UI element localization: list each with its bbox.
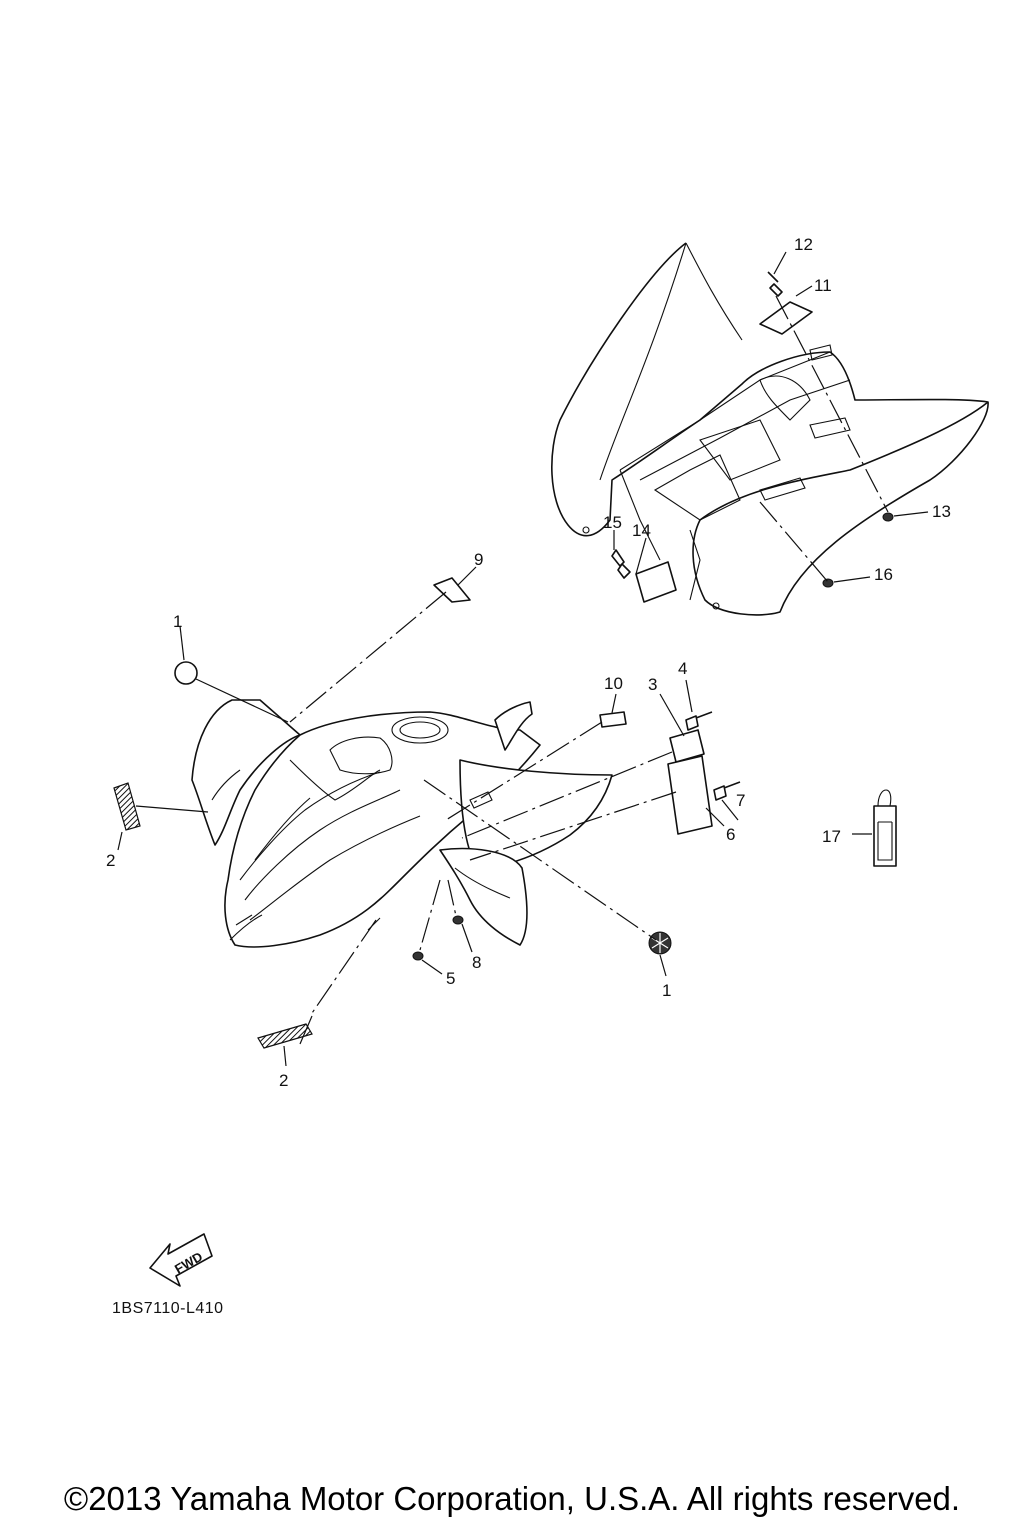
callout-1a: 1	[173, 612, 182, 631]
callout-3: 3	[648, 675, 657, 694]
callout-10: 10	[604, 674, 623, 693]
rear-fender	[551, 242, 989, 616]
callout-9: 9	[474, 550, 483, 569]
copyright-notice: ©2013 Yamaha Motor Corporation, U.S.A. A…	[63, 1480, 961, 1517]
callout-16: 16	[874, 565, 893, 584]
callout-14: 14	[632, 521, 651, 540]
callout-1b: 1	[662, 981, 671, 1000]
callout-13: 13	[932, 502, 951, 521]
diagram-code: 1BS7110-L410	[112, 1300, 224, 1317]
callout-11: 11	[814, 276, 832, 295]
callout-7: 7	[736, 791, 745, 810]
callout-2a: 2	[106, 851, 115, 870]
front-fasteners	[113, 577, 741, 1049]
callout-12: 12	[794, 235, 813, 254]
front-fender	[191, 699, 613, 948]
callout-6: 6	[726, 825, 735, 844]
callout-4: 4	[678, 659, 687, 678]
callout-17: 17	[822, 827, 841, 846]
callout-15: 15	[603, 513, 622, 532]
callout-8: 8	[472, 953, 481, 972]
hang-tag	[873, 789, 897, 867]
rear-fasteners	[611, 271, 894, 603]
leader-lines	[117, 251, 929, 1067]
callouts: 12 11 13 15 14 16 9 1 10 3 4 7 6 17 2 8 …	[106, 235, 951, 1090]
fwd-arrow-icon: FWD	[149, 1233, 213, 1287]
callout-5: 5	[446, 969, 455, 988]
callout-2b: 2	[279, 1071, 288, 1090]
